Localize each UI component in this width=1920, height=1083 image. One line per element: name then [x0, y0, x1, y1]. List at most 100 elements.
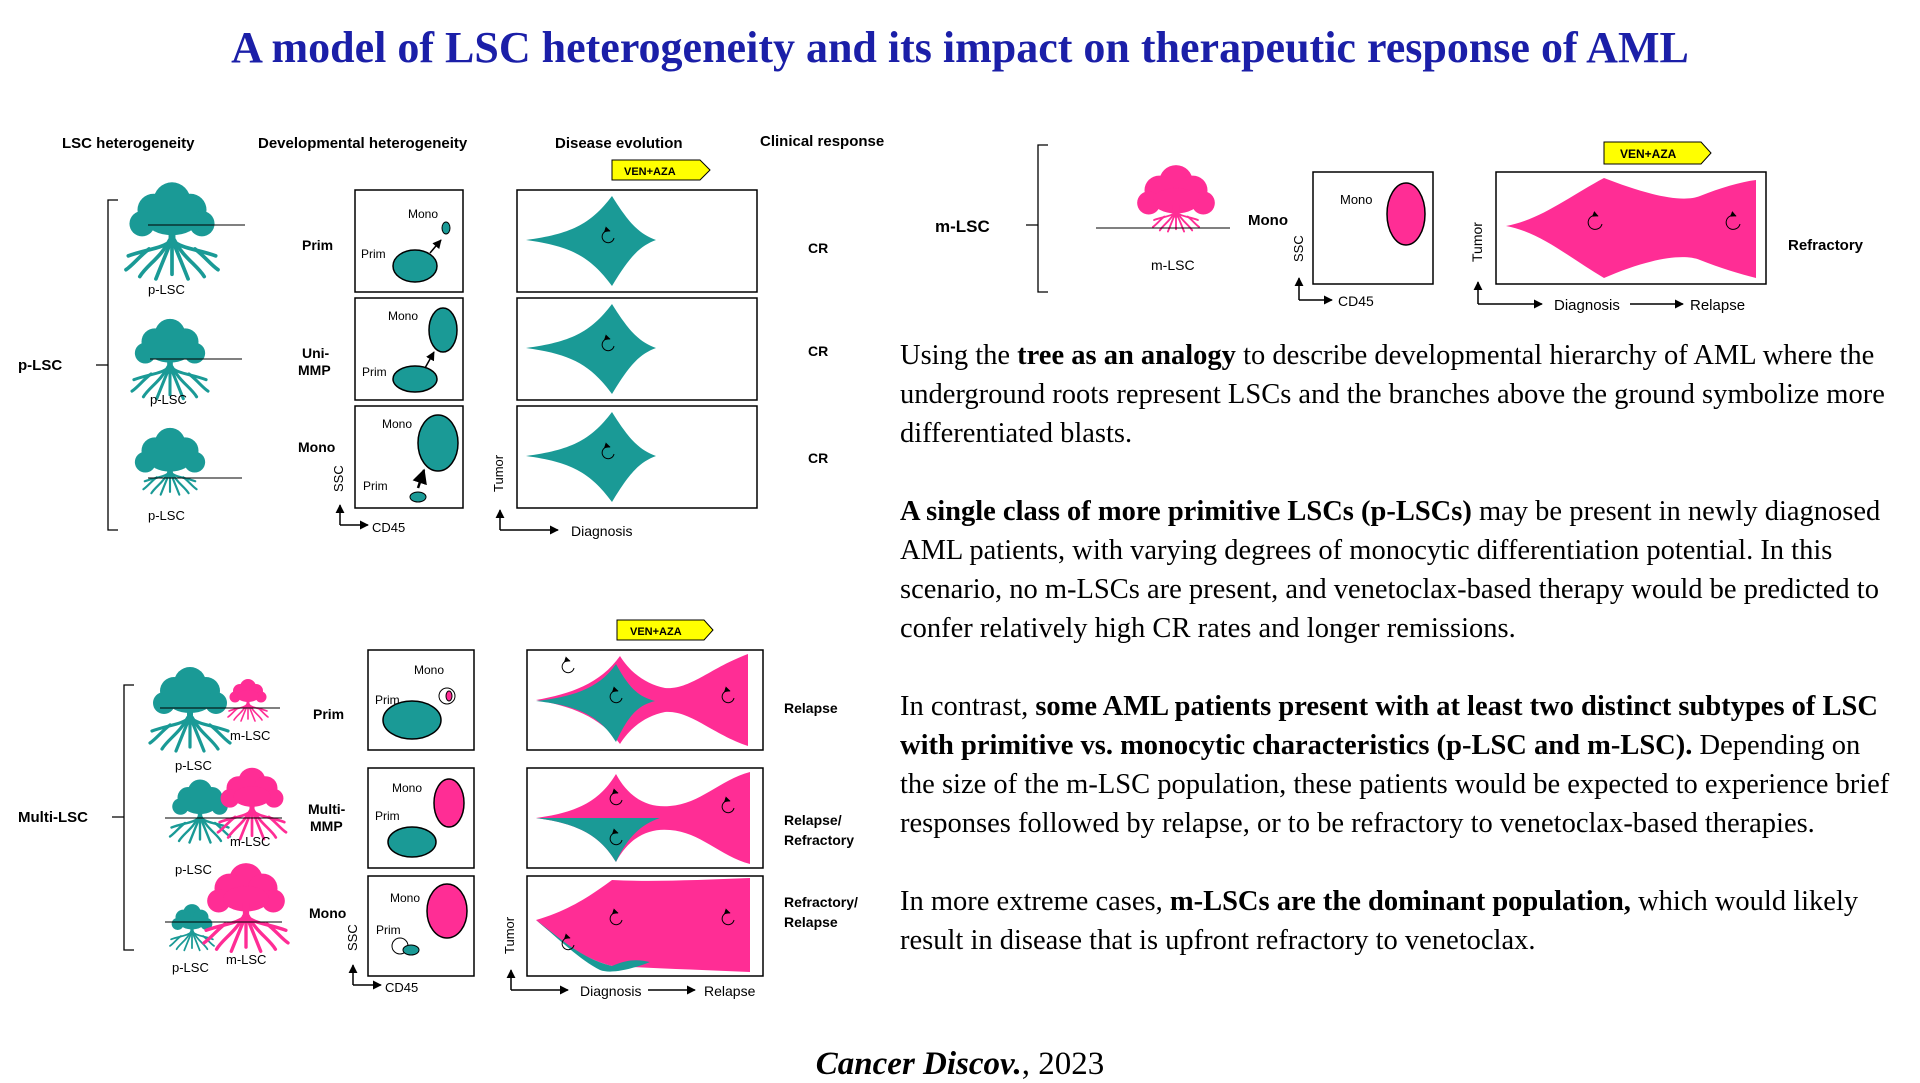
- m-lsc-bracket: [1026, 144, 1048, 293]
- svg-text:Tumor: Tumor: [1469, 222, 1485, 262]
- multi-row-1-m-tree: [227, 679, 269, 722]
- svg-text:VEN+AZA: VEN+AZA: [1620, 147, 1677, 161]
- m-lsc-tree: [1137, 165, 1215, 233]
- svg-text:Mono: Mono: [408, 207, 438, 221]
- svg-text:Mono: Mono: [1340, 192, 1373, 207]
- multi-lsc-group-label: Multi-LSC: [18, 809, 88, 826]
- m-lsc-tree-label: m-LSC: [1151, 257, 1195, 273]
- svg-text:Prim: Prim: [361, 247, 386, 261]
- svg-text:SSC: SSC: [345, 924, 360, 951]
- svg-text:CD45: CD45: [1338, 293, 1374, 309]
- p-flow-axes: SSC CD45: [331, 465, 405, 535]
- svg-text:Diagnosis: Diagnosis: [1554, 297, 1620, 314]
- multi-row-1-p-tree: [148, 667, 232, 753]
- p-row-2-evolution-plot: [516, 297, 758, 401]
- svg-text:Prim: Prim: [363, 479, 388, 493]
- svg-text:Prim: Prim: [375, 693, 400, 707]
- multi-row-2-response: Relapse/Refractory: [784, 812, 854, 848]
- multi-row-3-p-tree: [169, 904, 215, 952]
- m-lsc-group-label: m-LSC: [935, 217, 990, 236]
- multi-row-1-response: Relapse: [784, 700, 838, 716]
- svg-text:Prim: Prim: [362, 365, 387, 379]
- multi-row-3-p-lsc-label: p-LSC: [172, 960, 209, 975]
- svg-text:Tumor: Tumor: [502, 916, 517, 954]
- svg-text:Diagnosis: Diagnosis: [580, 983, 641, 999]
- paragraph-3: In contrast, some AML patients present w…: [900, 691, 1890, 839]
- header-disease-evolution: Disease evolution: [555, 135, 683, 152]
- multi-row-3-evolution-plot: [526, 875, 764, 977]
- svg-text:Prim: Prim: [375, 809, 400, 823]
- multi-row-3-response: Refractory/Relapse: [784, 894, 858, 930]
- svg-text:Mono: Mono: [414, 663, 444, 677]
- header-clinical-response: Clinical response: [760, 133, 884, 150]
- page-title: A model of LSC heterogeneity and its imp…: [231, 23, 1689, 72]
- m-lsc-flow-plot: Mono SSC CD45: [1291, 171, 1434, 309]
- p-row-1-evolution-plot: [516, 189, 758, 293]
- p-row-3-dev-label: Mono: [298, 439, 335, 455]
- multi-row-1-m-lsc-label: m-LSC: [230, 728, 270, 743]
- svg-text:Mono: Mono: [382, 417, 412, 431]
- multi-row-2-evolution-plot: [526, 767, 764, 869]
- explanatory-text: Using the tree as an analogy to describe…: [900, 336, 1890, 999]
- p-row-2-response: CR: [808, 343, 828, 359]
- p-row-3-evolution-plot: [516, 405, 758, 509]
- p-row-3-flow-plot: Mono Prim: [354, 405, 464, 509]
- header-developmental-heterogeneity: Developmental heterogeneity: [258, 135, 468, 152]
- multi-flow-axes: SSC CD45: [345, 924, 418, 995]
- citation-journal: Cancer Discov.: [815, 1046, 1022, 1082]
- p-lsc-bracket: [96, 199, 118, 531]
- p-row-2-dev-label: Uni-MMP: [298, 345, 331, 378]
- p-row-3-response: CR: [808, 450, 828, 466]
- p-lsc-tree-2-label: p-LSC: [150, 392, 187, 407]
- ven-aza-tag-m: VEN+AZA: [1603, 141, 1712, 165]
- svg-text:Relapse: Relapse: [704, 983, 756, 999]
- svg-text:SSC: SSC: [331, 465, 346, 492]
- p-row-1-response: CR: [808, 240, 828, 256]
- svg-text:Mono: Mono: [388, 309, 418, 323]
- paragraph-2: A single class of more primitive LSCs (p…: [900, 496, 1881, 644]
- p-lsc-group-label: p-LSC: [18, 357, 62, 374]
- m-lsc-dev-label: Mono: [1248, 212, 1288, 229]
- multi-row-3-flow-plot: Mono Prim: [367, 875, 475, 977]
- citation-year: , 2023: [1021, 1046, 1105, 1082]
- svg-text:Mono: Mono: [390, 891, 420, 905]
- svg-text:VEN+AZA: VEN+AZA: [630, 626, 682, 638]
- multi-row-2-p-tree: [168, 779, 232, 844]
- p-row-1-flow-plot: Mono Prim: [354, 189, 464, 293]
- multi-row-1-evolution-plot: [526, 649, 764, 751]
- p-row-1-dev-label: Prim: [302, 237, 333, 253]
- svg-text:VEN+AZA: VEN+AZA: [624, 166, 676, 178]
- header-lsc-heterogeneity: LSC heterogeneity: [62, 135, 195, 152]
- ven-aza-tag-multi: VEN+AZA: [616, 619, 714, 641]
- multi-row-2-dev-label: Multi-MMP: [308, 801, 346, 834]
- paragraph-1: Using the tree as an analogy to describe…: [900, 340, 1885, 449]
- multi-row-1-dev-label: Prim: [313, 706, 344, 722]
- p-lsc-tree-3-label: p-LSC: [148, 508, 185, 523]
- svg-text:CD45: CD45: [372, 520, 405, 535]
- p-lsc-tree-1-label: p-LSC: [148, 282, 185, 297]
- p-evolution-axes: Tumor Diagnosis: [491, 454, 632, 539]
- svg-text:Relapse: Relapse: [1690, 297, 1745, 314]
- multi-row-1-flow-plot: Mono Prim: [367, 649, 475, 751]
- multi-row-1-p-lsc-label: p-LSC: [175, 758, 212, 773]
- svg-text:Prim: Prim: [376, 923, 401, 937]
- multi-row-2-flow-plot: Mono Prim: [367, 767, 475, 869]
- multi-lsc-bracket: [112, 684, 134, 951]
- multi-row-3-m-tree: [202, 863, 290, 953]
- svg-text:SSC: SSC: [1291, 235, 1306, 262]
- citation: Cancer Discov., 2023: [0, 1046, 1920, 1083]
- multi-row-3-m-lsc-label: m-LSC: [226, 952, 266, 967]
- svg-text:Mono: Mono: [392, 781, 422, 795]
- p-row-2-flow-plot: Mono Prim: [354, 297, 464, 401]
- svg-text:Tumor: Tumor: [491, 454, 506, 492]
- paragraph-4: In more extreme cases, m-LSCs are the do…: [900, 886, 1859, 956]
- svg-text:Diagnosis: Diagnosis: [571, 523, 632, 539]
- ven-aza-tag-p: VEN+AZA: [611, 159, 711, 181]
- m-lsc-evolution-plot: Tumor Diagnosis Relapse: [1469, 171, 1767, 314]
- p-lsc-tree-1: [124, 182, 220, 281]
- svg-text:CD45: CD45: [385, 980, 418, 995]
- m-lsc-response: Refractory: [1788, 237, 1864, 254]
- p-lsc-tree-3: [134, 427, 206, 496]
- multi-evolution-axes: Tumor Diagnosis Relapse: [502, 916, 756, 999]
